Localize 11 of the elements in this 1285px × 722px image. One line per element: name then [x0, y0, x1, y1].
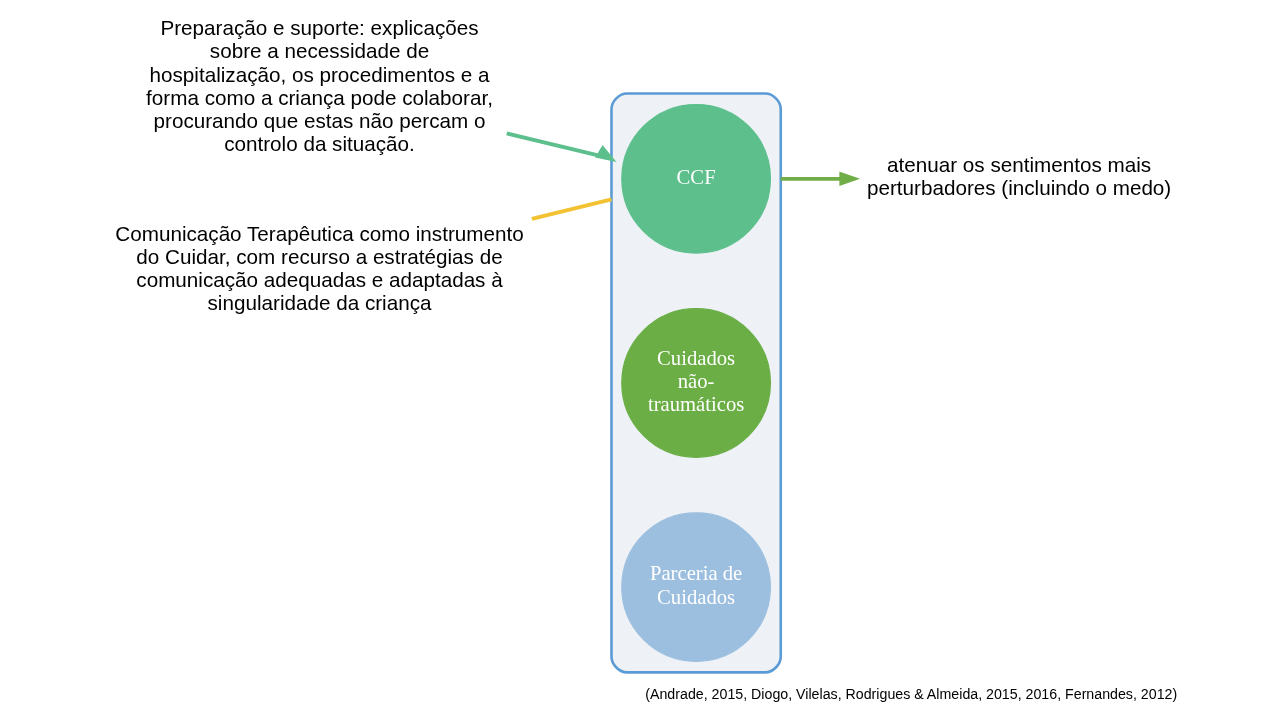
arrow: [506, 131, 617, 163]
node-text: atenuar os sentimentos mais perturbadores (incluindo o medo): [866, 153, 1172, 200]
node-text: Comunicação Terapêutica como instrumento do Cuidar, com recurso a estratégias de comunicação adequadas e adaptadas à singularidade da criança: [115, 221, 524, 315]
node-circle: Parceria de Cuidados: [621, 512, 772, 663]
caption: (Andrade, 2015, Diogo, Vilelas, Rodrigues & Almeida, 2015, 2016, Fernandes, 2012): [645, 686, 1178, 703]
arrow: [780, 171, 861, 187]
node-text: Preparação e suporte: explicações sobre a necessidade de hospitalização, os procedimentos e a forma como a criança pode colaborar, procurando que estas não percam o controlo da situação.: [146, 16, 493, 156]
node-circle: CCF: [621, 103, 772, 254]
connector: [531, 197, 612, 221]
cluster: [610, 92, 783, 674]
node-circle: Cuidados não-traumáticos: [621, 308, 772, 458]
